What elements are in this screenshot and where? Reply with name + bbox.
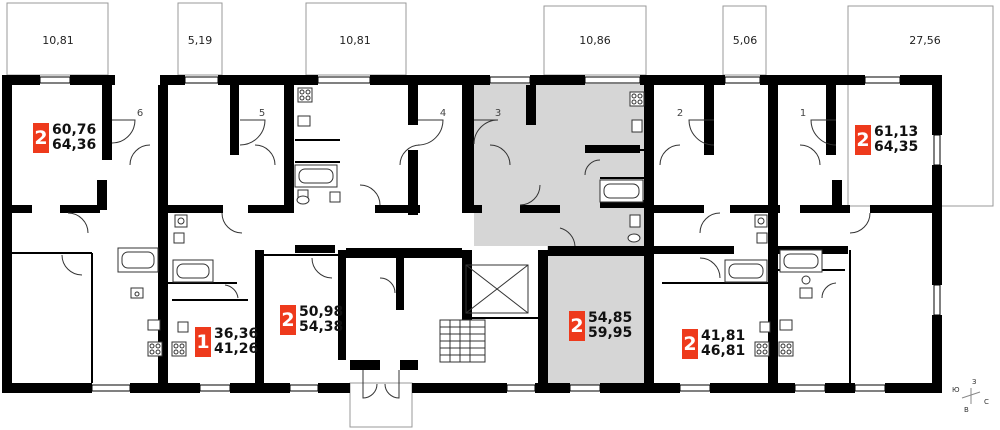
room-count-badge: 2	[33, 123, 49, 153]
living-area: 41,81	[701, 328, 746, 344]
living-area: 54,85	[588, 310, 633, 326]
compass-west: Ю	[952, 386, 960, 394]
total-area: 64,36	[52, 137, 97, 153]
door-swings	[61, 119, 871, 399]
door-number: 1	[799, 108, 807, 119]
balcony-1	[6, 2, 109, 76]
room-count-badge: 2	[855, 125, 871, 155]
room-count-badge: 2	[280, 305, 296, 335]
compass-south: В	[964, 406, 969, 414]
total-area: 64,35	[874, 139, 919, 155]
living-area: 60,76	[52, 122, 97, 138]
living-area: 36,36	[214, 326, 259, 342]
living-area: 61,13	[874, 124, 919, 140]
compass-north: З	[972, 378, 977, 386]
balcony-2	[177, 2, 223, 76]
total-area: 41,26	[214, 341, 259, 357]
walls	[2, 75, 942, 393]
door-number: 2	[676, 108, 684, 119]
selected-apartment-fill	[474, 84, 646, 386]
total-area: 54,38	[299, 319, 344, 335]
living-area: 50,98	[299, 304, 344, 320]
door-number: 6	[136, 108, 144, 119]
room-count-badge: 1	[195, 327, 211, 357]
total-area: 46,81	[701, 343, 746, 359]
door-number: 3	[494, 108, 502, 119]
compass-icon	[961, 388, 981, 404]
room-count-badge: 2	[682, 329, 698, 359]
door-number: 4	[439, 108, 447, 119]
windows	[39, 76, 941, 392]
balcony-area-label: 5,19	[187, 34, 213, 47]
elevator-shaft	[465, 264, 529, 314]
balcony-5	[722, 5, 767, 76]
entrance-porch	[349, 382, 413, 428]
balcony-area-label: 10,86	[579, 34, 611, 47]
total-area: 59,95	[588, 325, 633, 341]
bathtubs	[117, 164, 823, 283]
door-number: 5	[258, 108, 266, 119]
balcony-area-label: 5,06	[732, 34, 758, 47]
balcony-area-label: 10,81	[42, 34, 74, 47]
balcony-area-label: 27,56	[909, 34, 941, 47]
balcony-4	[543, 5, 647, 76]
stairwell	[439, 264, 529, 363]
fixtures	[130, 87, 813, 357]
balcony-area-label: 10,81	[339, 34, 371, 47]
room-count-badge: 2	[569, 311, 585, 341]
balcony-3	[305, 2, 407, 76]
compass-east: С	[984, 398, 989, 406]
